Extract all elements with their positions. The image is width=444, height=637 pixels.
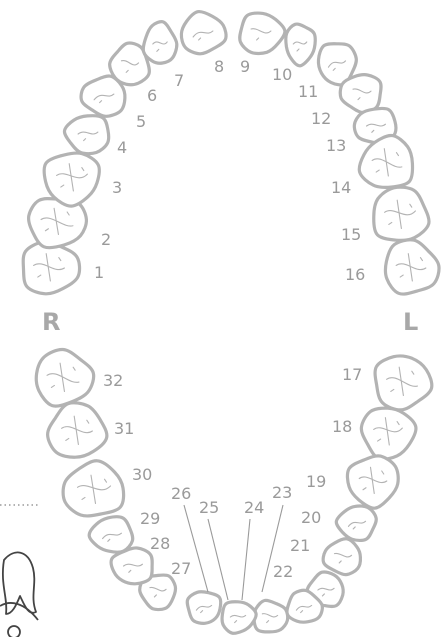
tooth-number-15: 15 <box>341 225 361 244</box>
tooth-30[interactable] <box>63 461 123 516</box>
tooth-number-12: 12 <box>311 109 331 128</box>
tooth-number-23: 23 <box>272 483 292 502</box>
tooth-32[interactable] <box>36 349 93 406</box>
tooth-9-outline <box>240 13 285 53</box>
tooth-4-outline <box>64 116 108 154</box>
tooth-9[interactable] <box>240 13 285 53</box>
tooth-26-outline <box>187 592 220 624</box>
tooth-number-24: 24 <box>244 498 264 517</box>
tooth-number-5: 5 <box>136 112 146 131</box>
tooth-number-26: 26 <box>171 484 191 503</box>
tooth-17[interactable] <box>375 356 432 410</box>
tooth-number-32: 32 <box>103 371 123 390</box>
tooth-21-outline <box>323 539 360 575</box>
small-circle-icon <box>8 626 20 637</box>
tooth-10[interactable] <box>286 24 315 66</box>
tooth-number-11: 11 <box>298 82 318 101</box>
leader-line-26 <box>184 505 208 592</box>
tooth-29[interactable] <box>89 517 133 552</box>
tooth-number-30: 30 <box>132 465 152 484</box>
tooth-4[interactable] <box>64 116 108 154</box>
tooth-24[interactable] <box>254 600 288 632</box>
tooth-31[interactable] <box>48 403 107 457</box>
label-leader-lines <box>184 505 283 600</box>
tooth-2-outline <box>29 199 87 248</box>
tooth-number-3: 3 <box>112 178 122 197</box>
teeth-layer <box>23 12 439 634</box>
tooth-2[interactable] <box>29 199 87 248</box>
tooth-number-16: 16 <box>345 265 365 284</box>
tooth-21[interactable] <box>323 539 360 575</box>
tooth-number-2: 2 <box>101 230 111 249</box>
tooth-number-1: 1 <box>94 263 104 282</box>
tooth-number-20: 20 <box>301 508 321 527</box>
left-side-label: L <box>403 308 418 336</box>
tooth-14[interactable] <box>359 136 412 188</box>
right-side-label: R <box>42 308 60 336</box>
tooth-12[interactable] <box>340 75 381 113</box>
tooth-19[interactable] <box>347 456 398 508</box>
tooth-15[interactable] <box>374 187 429 240</box>
tooth-25[interactable] <box>222 602 256 634</box>
tooth-number-28: 28 <box>150 534 170 553</box>
tooth-25-outline <box>222 602 256 634</box>
tooth-number-21: 21 <box>290 536 310 555</box>
tooth-number-10: 10 <box>272 65 292 84</box>
tooth-number-4: 4 <box>117 138 127 157</box>
tooth-number-19: 19 <box>306 472 326 491</box>
leader-line-24 <box>242 519 250 600</box>
tooth-number-31: 31 <box>114 419 134 438</box>
tooth-17-outline <box>375 356 432 410</box>
tooth-number-6: 6 <box>147 86 157 105</box>
tooth-number-13: 13 <box>326 136 346 155</box>
tooth-number-22: 22 <box>273 562 293 581</box>
leader-line-25 <box>208 519 228 600</box>
tooth-7[interactable] <box>143 22 177 64</box>
tooth-26[interactable] <box>187 592 220 624</box>
tooth-20-outline <box>336 506 376 540</box>
tooth-number-8: 8 <box>214 57 224 76</box>
tooth-8[interactable] <box>181 12 226 54</box>
tooth-number-18: 18 <box>332 417 352 436</box>
tooth-number-17: 17 <box>342 365 362 384</box>
tooth-16[interactable] <box>385 240 439 294</box>
tooth-1[interactable] <box>23 242 79 294</box>
tooth-number-29: 29 <box>140 509 160 528</box>
tooth-20[interactable] <box>336 506 376 540</box>
tooth-number-14: 14 <box>331 178 351 197</box>
tooth-18[interactable] <box>361 408 416 459</box>
tooth-12-outline <box>340 75 381 113</box>
tooth-number-25: 25 <box>199 498 219 517</box>
tooth-number-27: 27 <box>171 559 191 578</box>
tooth-18-outline <box>361 408 416 459</box>
tooth-number-7: 7 <box>174 71 184 90</box>
tooth-10-outline <box>286 24 315 66</box>
tooth-number-9: 9 <box>240 57 250 76</box>
